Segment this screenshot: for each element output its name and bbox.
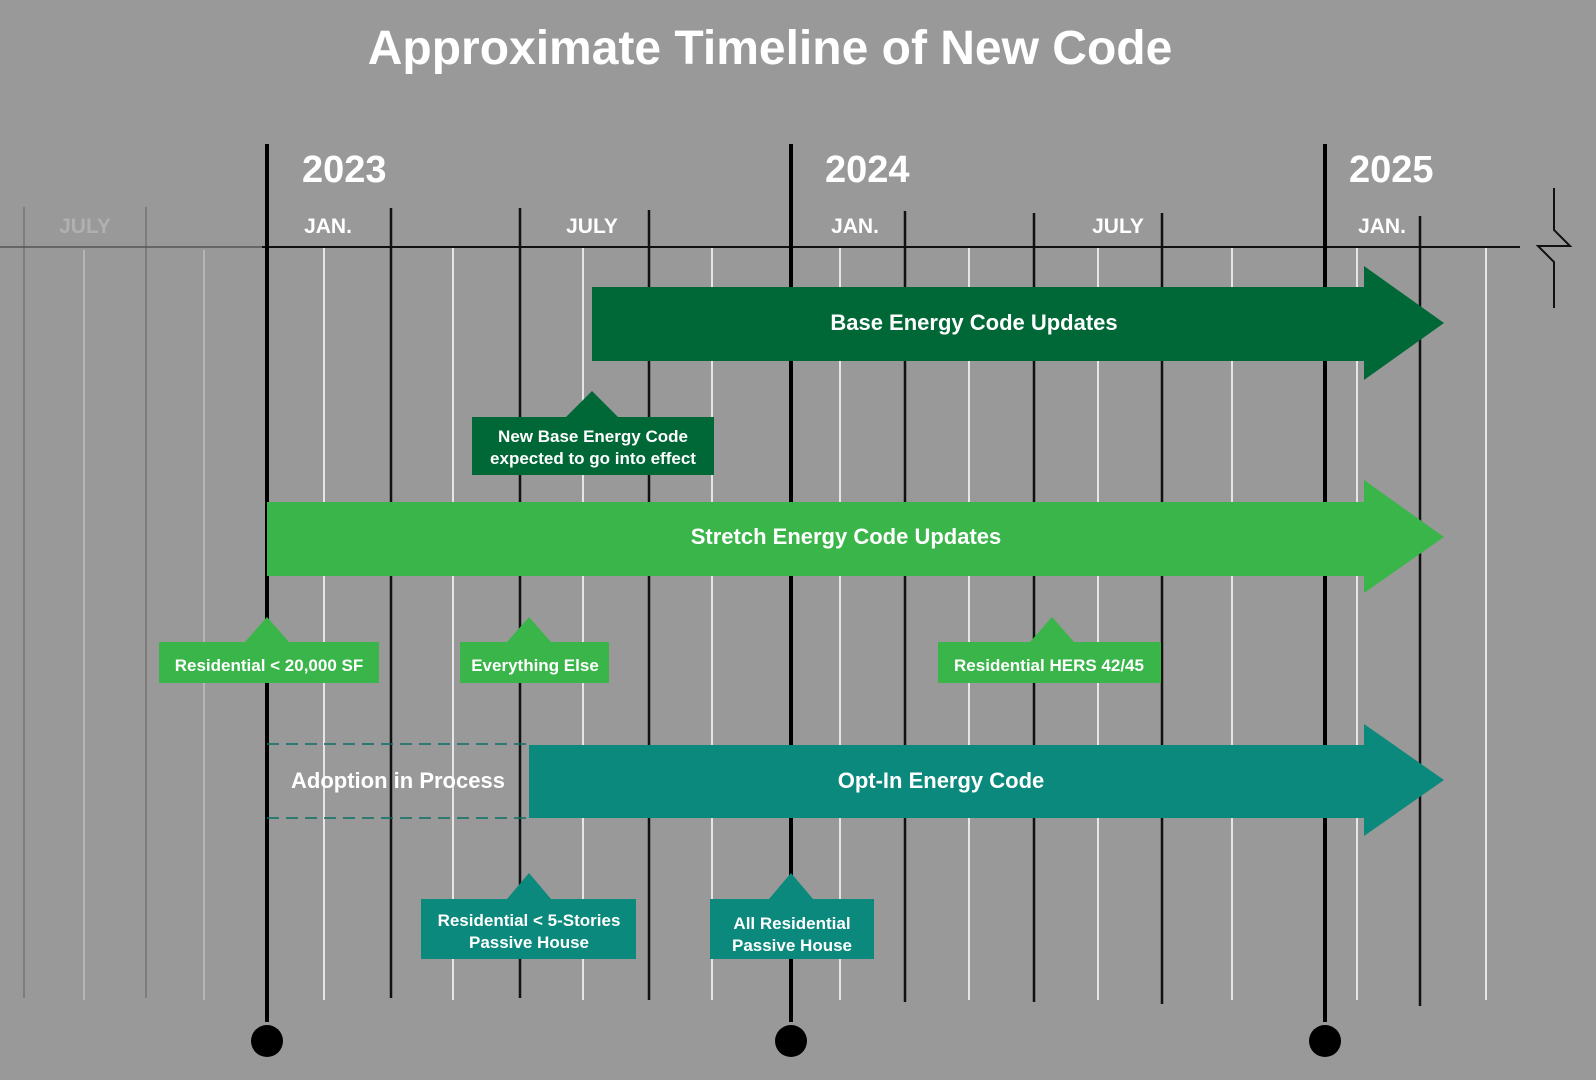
callout-all-residential: All Residential Passive House	[710, 873, 874, 959]
year-2025: 2025	[1349, 149, 1434, 191]
axis-break-icon	[1535, 188, 1573, 308]
svg-text:New Base Energy Code: New Base Energy Code	[498, 427, 688, 446]
callout-residential-5-stories: Residential < 5-Stories Passive House	[421, 873, 636, 959]
adoption-in-process-box: Adoption in Process	[267, 743, 529, 819]
opt-in-arrow-label: Opt-In Energy Code	[838, 768, 1045, 793]
month-july-2023: JULY	[566, 215, 618, 238]
month-jan-2025: JAN.	[1358, 215, 1406, 238]
callout-residential-20000sf: Residential < 20,000 SF	[159, 617, 379, 683]
year-dot-2025	[1309, 1025, 1341, 1057]
svg-text:Residential < 20,000 SF: Residential < 20,000 SF	[175, 656, 364, 675]
stretch-arrow-label: Stretch Energy Code Updates	[691, 524, 1002, 549]
month-july-2024: JULY	[1092, 215, 1144, 238]
base-energy-code-arrow: Base Energy Code Updates	[592, 266, 1444, 380]
opt-in-energy-code-arrow: Opt-In Energy Code	[529, 724, 1444, 836]
page-title: Approximate Timeline of New Code	[368, 22, 1173, 75]
month-jan-2024: JAN.	[831, 215, 879, 238]
month-jan-2023: JAN.	[304, 215, 352, 238]
svg-text:All Residential: All Residential	[733, 914, 850, 933]
svg-text:Residential HERS 42/45: Residential HERS 42/45	[954, 656, 1144, 675]
month-july-2022: JULY	[59, 215, 111, 238]
svg-text:expected to go into effect: expected to go into effect	[490, 449, 696, 468]
svg-text:Everything Else: Everything Else	[471, 656, 599, 675]
base-arrow-label: Base Energy Code Updates	[830, 310, 1117, 335]
year-dot-2024	[775, 1025, 807, 1057]
faded-grid	[23, 207, 205, 1000]
year-2023: 2023	[302, 149, 387, 191]
svg-text:Passive House: Passive House	[469, 933, 589, 952]
minor-grid	[323, 248, 1487, 1000]
callout-everything-else: Everything Else	[460, 617, 609, 683]
adoption-label: Adoption in Process	[291, 768, 505, 793]
callout-residential-hers: Residential HERS 42/45	[938, 617, 1161, 683]
svg-text:Residential < 5-Stories: Residential < 5-Stories	[438, 911, 621, 930]
year-2024: 2024	[825, 149, 910, 191]
year-dot-2023	[251, 1025, 283, 1057]
svg-text:Passive House: Passive House	[732, 936, 852, 955]
callout-new-base-code: New Base Energy Code expected to go into…	[472, 391, 714, 475]
stretch-energy-code-arrow: Stretch Energy Code Updates	[267, 480, 1444, 593]
